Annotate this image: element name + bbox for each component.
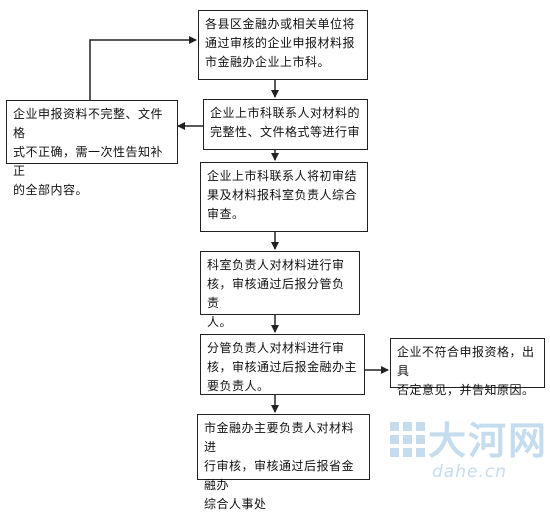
step-section-head-review: 科室负责人对材料进行审 核，审核通过后报分管负责 人。	[200, 251, 360, 329]
step-incomplete-notice: 企业申报资料不完整、文件格 式不正确，需一次性告知补正 的全部内容。	[6, 100, 178, 197]
watermark-domain: dahe.cn	[432, 462, 507, 482]
dahe-logo-icon	[390, 422, 425, 457]
step-deputy-review: 分管负责人对材料进行审 核，审核通过后报金融办主 要负责人。	[200, 334, 365, 395]
watermark-text: 大河网	[428, 419, 549, 463]
step-initial-review: 企业上市科联系人将初审结 果及材料报科室负责人综合 审查。	[200, 162, 368, 232]
arrow-incomplete-to-submit	[89, 36, 197, 100]
step-check-format: 企业上市科联系人对材料的 完整性、文件格式等进行审	[203, 99, 368, 150]
step-reject-notice: 企业不符合申报资格，出具 否定意见，并告知原因。	[390, 338, 545, 397]
step-director-review: 市金融办主要负责人对材料进 行审核，审核通过后报省金融办 综合人事处	[197, 414, 370, 511]
step-submit: 各县区金融办或相关单位将 通过审核的企业申报材料报 市金融办企业上市科。	[198, 10, 368, 80]
flow-connectors	[89, 36, 389, 413]
